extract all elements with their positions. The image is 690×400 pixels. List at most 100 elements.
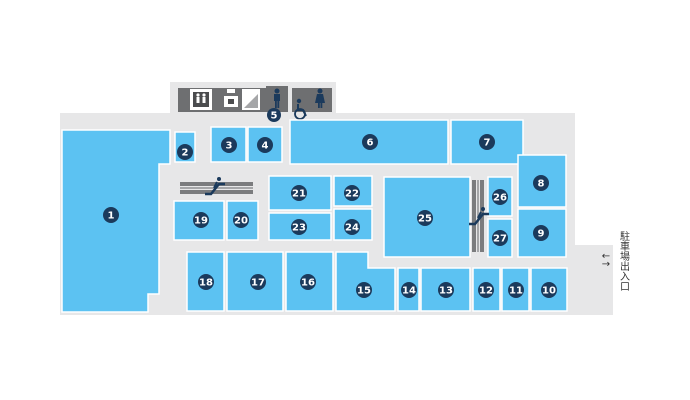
store-number: 9 bbox=[538, 229, 545, 240]
store-1-marker[interactable]: 1 bbox=[103, 207, 119, 223]
store-number: 8 bbox=[538, 179, 545, 190]
store-number-badge bbox=[291, 219, 307, 235]
store-10-marker[interactable]: 10 bbox=[541, 282, 557, 298]
store-number: 18 bbox=[199, 278, 213, 289]
store-number: 17 bbox=[251, 278, 265, 289]
store-number: 10 bbox=[542, 286, 556, 297]
store-number: 25 bbox=[418, 214, 432, 225]
locker-icon[interactable] bbox=[224, 89, 238, 107]
store-number: 12 bbox=[479, 286, 493, 297]
store-3-marker[interactable]: 3 bbox=[221, 137, 237, 153]
store-number-badge bbox=[533, 175, 549, 191]
store-4-marker[interactable]: 4 bbox=[257, 137, 273, 153]
arrow-out: ← bbox=[602, 251, 610, 262]
store-number-badge bbox=[177, 144, 193, 160]
store-number: 15 bbox=[357, 286, 371, 297]
store-number-badge bbox=[492, 230, 508, 246]
store-number-badge bbox=[417, 210, 433, 226]
parking-char: 場 bbox=[620, 250, 630, 263]
store-number-badge bbox=[250, 274, 266, 290]
store-15-marker[interactable]: 15 bbox=[356, 282, 372, 298]
store-number: 26 bbox=[493, 193, 507, 204]
elevator-icon[interactable] bbox=[190, 89, 212, 110]
store-number: 6 bbox=[367, 138, 374, 149]
facility-marker-5[interactable]: 5 bbox=[267, 108, 281, 122]
store-number-badge bbox=[492, 189, 508, 205]
store-26-marker[interactable]: 26 bbox=[492, 189, 508, 205]
store-18-marker[interactable]: 18 bbox=[198, 274, 214, 290]
store-number-badge bbox=[508, 282, 524, 298]
store-number-badge bbox=[479, 134, 495, 150]
store-number-badge bbox=[257, 137, 273, 153]
store-number: 14 bbox=[402, 286, 416, 297]
store-9-marker[interactable]: 9 bbox=[533, 225, 549, 241]
store-number: 27 bbox=[493, 234, 507, 245]
escalator-left bbox=[180, 177, 253, 196]
store-number-badge bbox=[103, 207, 119, 223]
store-19-marker[interactable]: 19 bbox=[193, 212, 209, 228]
store-number: 3 bbox=[226, 141, 233, 152]
store-12-marker[interactable]: 12 bbox=[478, 282, 494, 298]
store-21-marker[interactable]: 21 bbox=[291, 185, 307, 201]
store-23-marker[interactable]: 23 bbox=[291, 219, 307, 235]
store-13-marker[interactable]: 13 bbox=[438, 282, 454, 298]
accessible-restroom-icon[interactable] bbox=[294, 98, 307, 120]
store-number: 21 bbox=[292, 189, 306, 200]
store-number-badge bbox=[291, 185, 307, 201]
store-number-badge bbox=[362, 134, 378, 150]
escalator-icon[interactable] bbox=[469, 207, 489, 226]
store-number: 4 bbox=[262, 141, 269, 152]
store-number: 22 bbox=[345, 189, 359, 200]
arrow-in: → bbox=[602, 259, 610, 270]
stairs-icon[interactable] bbox=[242, 89, 260, 110]
womens-restroom-icon[interactable] bbox=[315, 88, 325, 109]
store-number: 7 bbox=[484, 138, 491, 149]
escalator-right bbox=[469, 180, 489, 252]
store-number: 2 bbox=[182, 148, 189, 159]
store-22-marker[interactable]: 22 bbox=[344, 185, 360, 201]
store-number-badge bbox=[300, 274, 316, 290]
store-number: 23 bbox=[292, 223, 306, 234]
parking-char: 車 bbox=[620, 240, 630, 253]
store-2-marker[interactable]: 2 bbox=[177, 144, 193, 160]
store-number-badge bbox=[541, 282, 557, 298]
store-number: 11 bbox=[509, 286, 523, 297]
store-number-badge bbox=[344, 185, 360, 201]
store-number: 16 bbox=[301, 278, 315, 289]
store-number-badge bbox=[401, 282, 417, 298]
store-25-marker[interactable]: 25 bbox=[417, 210, 433, 226]
store-number-badge bbox=[533, 225, 549, 241]
store-number: 20 bbox=[234, 216, 248, 227]
parking-char: 出 bbox=[620, 260, 630, 273]
store-14-marker[interactable]: 14 bbox=[401, 282, 417, 298]
parking-char: 駐 bbox=[620, 230, 630, 243]
store-15[interactable] bbox=[335, 251, 396, 312]
parking-char: 入 bbox=[620, 272, 630, 283]
store-number-badge bbox=[344, 219, 360, 235]
store-number-badge bbox=[233, 212, 249, 228]
store-26[interactable] bbox=[487, 176, 513, 217]
facility-number: 5 bbox=[271, 111, 278, 122]
store-number: 1 bbox=[108, 211, 115, 222]
store-7-marker[interactable]: 7 bbox=[479, 134, 495, 150]
store-11-marker[interactable]: 11 bbox=[508, 282, 524, 298]
store-27-marker[interactable]: 27 bbox=[492, 230, 508, 246]
store-24-marker[interactable]: 24 bbox=[344, 219, 360, 235]
store-number-badge bbox=[438, 282, 454, 298]
store-6-marker[interactable]: 6 bbox=[362, 134, 378, 150]
store-8-marker[interactable]: 8 bbox=[533, 175, 549, 191]
store-number-badge bbox=[478, 282, 494, 298]
store-number-badge bbox=[356, 282, 372, 298]
store-number: 24 bbox=[345, 223, 359, 234]
store-16-marker[interactable]: 16 bbox=[300, 274, 316, 290]
parking-char: 口 bbox=[620, 282, 630, 293]
mens-restroom-icon[interactable] bbox=[266, 86, 288, 112]
store-17-marker[interactable]: 17 bbox=[250, 274, 266, 290]
store-number-badge bbox=[221, 137, 237, 153]
store-number-badge bbox=[198, 274, 214, 290]
store-20-marker[interactable]: 20 bbox=[233, 212, 249, 228]
escalator-icon[interactable] bbox=[205, 177, 225, 196]
